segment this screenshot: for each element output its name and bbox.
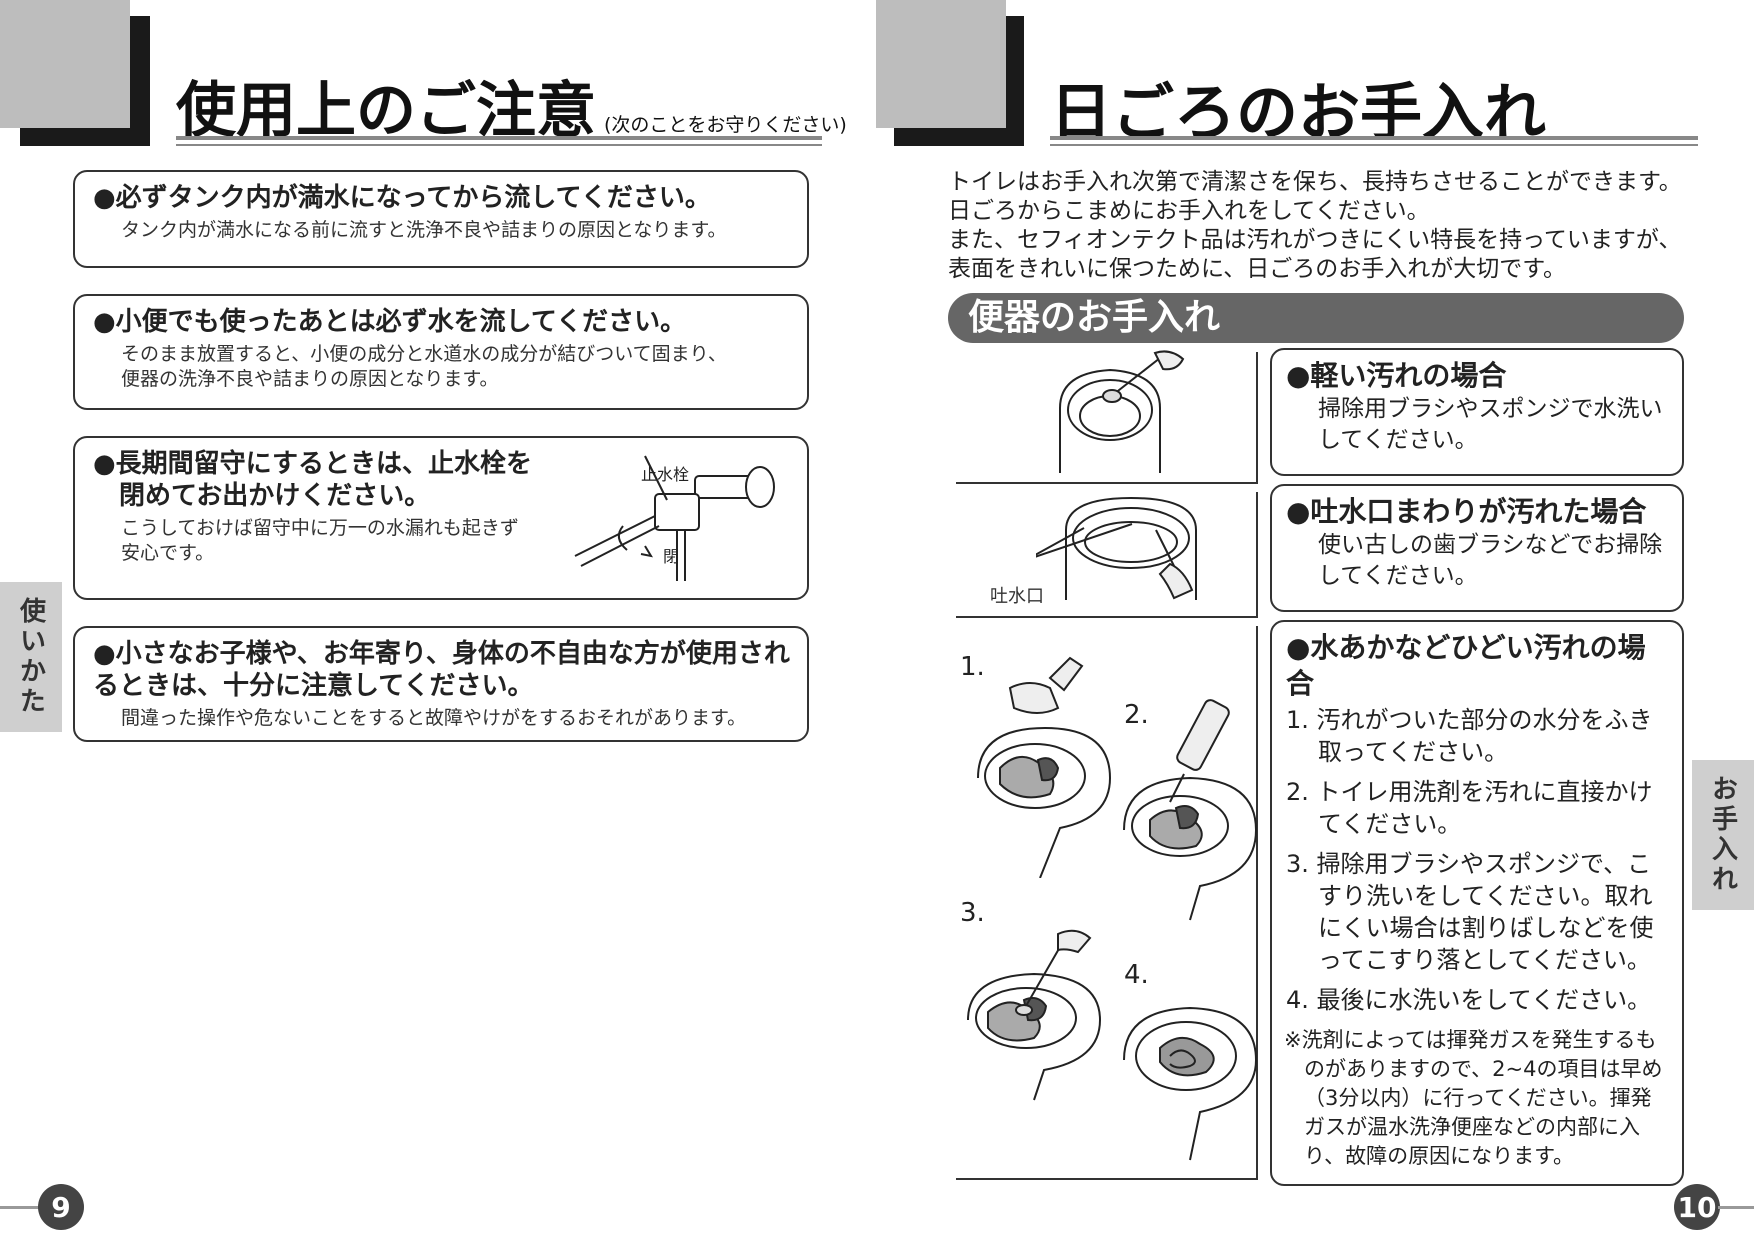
left-title-subtitle: (次のことをお守りください) [604, 114, 847, 136]
left-header-gray-overlay [0, 0, 130, 128]
step-label-4: 4. [1124, 960, 1149, 990]
care-heavy-head: ●水あかなどひどい汚れの場合 [1286, 631, 1646, 700]
notice-full-tank: ●必ずタンク内が満水になってから流してください。 タンク内が満水になる前に流すと… [73, 170, 809, 268]
illus-vertical-2 [1256, 492, 1258, 618]
notice-children-head: ●小さなお子様や、お年寄り、身体の不自由な方が使用されるときは、十分に注意してく… [93, 639, 790, 701]
notice-children-elderly: ●小さなお子様や、お年寄り、身体の不自由な方が使用されるときは、十分に注意してく… [73, 626, 809, 742]
illus-vertical-1 [1256, 352, 1258, 484]
notice-full-tank-body: タンク内が満水になる前に流すと洗浄不良や詰まりの原因となります。 [121, 219, 727, 241]
care-light-head: ●軽い汚れの場合 [1286, 359, 1507, 392]
care-light-stain: ●軽い汚れの場合 掃除用ブラシやスポンジで水洗いしてください。 [1270, 348, 1684, 476]
care-heavy-stain: ●水あかなどひどい汚れの場合 1. 汚れがついた部分の水分をふき取ってください。… [1270, 620, 1684, 1186]
care-step-4: 4. 最後に水洗いをしてください。 [1286, 986, 1652, 1014]
notice-long-absence-head-1: ●長期間留守にするときは、止水栓を [93, 449, 532, 479]
notice-flush-urine-body: そのまま放置すると、小便の成分と水道水の成分が結びついて固まり、便器の洗浄不良や… [121, 343, 727, 390]
toilet-brush-illustration [1059, 350, 1185, 473]
step3-scrub-illustration [967, 929, 1102, 1101]
step-label-1: 1. [960, 652, 985, 682]
illus-vertical-3 [1256, 626, 1258, 1180]
notice-long-absence-body: こうしておけば留守中に万一の水漏れも起きず安心です。 [121, 517, 519, 564]
left-page-number: 9 [38, 1184, 84, 1230]
intro-line-3: また、セフィオンテクト品は汚れがつきにくい特長を持っていますが、 [948, 227, 1682, 253]
left-page-title: 使用上のご注意 (次のことをお守りください) [176, 62, 847, 149]
illus-divider-3 [956, 1178, 1256, 1180]
illus-divider-2 [956, 616, 1256, 618]
step1-wipe-illustration [977, 656, 1112, 878]
care-light-body: 掃除用ブラシやスポンジで水洗いしてください。 [1318, 396, 1663, 453]
notice-full-tank-head: ●必ずタンク内が満水になってから流してください。 [93, 183, 711, 213]
care-step-1: 1. 汚れがついた部分の水分をふき取ってください。 [1286, 706, 1653, 766]
notice-flush-urine: ●小便でも使ったあとは必ず水を流してください。 そのまま放置すると、小便の成分と… [73, 294, 809, 410]
care-spout-head: ●吐水口まわりが汚れた場合 [1286, 495, 1647, 528]
notice-long-absence-head-2: 閉めてお出かけください。 [119, 481, 431, 511]
left-title-text: 使用上のご注意 [176, 76, 596, 146]
left-pagenum-line [0, 1206, 40, 1209]
step4-rinse-illustration [1123, 1006, 1258, 1161]
left-title-rule-thin [176, 144, 822, 146]
step-label-3: 3. [960, 898, 985, 928]
shutoff-valve-illustration: 止水栓 閉 [574, 455, 775, 581]
care-spout: ●吐水口まわりが汚れた場合 使い古しの歯ブラシなどでお掃除してください。 [1270, 484, 1684, 612]
spout-cleaning-illustration [1036, 496, 1197, 600]
care-warning-note: ※洗剤によっては揮発ガスを発生するものがありますので、2~4の項目は早め（3分以… [1284, 1028, 1663, 1168]
section-title-bar: 便器のお手入れ [948, 293, 1684, 343]
right-header-gray-block [876, 0, 1006, 128]
care-spout-body: 使い古しの歯ブラシなどでお掃除してください。 [1318, 532, 1663, 589]
notice-flush-urine-head: ●小便でも使ったあとは必ず水を流してください。 [93, 307, 687, 337]
right-intro: トイレはお手入れ次第で清潔さを保ち、長持ちさせることができます。 日ごろからこま… [948, 168, 1708, 284]
notice-long-absence: ●長期間留守にするときは、止水栓を 閉めてお出かけください。 こうしておけば留守… [73, 436, 809, 600]
right-page-number: 10 [1674, 1184, 1720, 1230]
intro-line-1: トイレはお手入れ次第で清潔さを保ち、長持ちさせることができます。 [948, 169, 1682, 195]
intro-line-4: 表面をきれいに保つために、日ごろのお手入れが大切です。 [948, 256, 1567, 282]
care-step-3: 3. 掃除用ブラシやスポンジで、こすり洗いをしてください。取れにくい場合は割りば… [1286, 850, 1654, 974]
illus-divider-1 [956, 482, 1256, 484]
right-title-rule [1050, 136, 1698, 140]
right-title-rule-thin [1050, 144, 1698, 146]
side-tab-usage: 使いかた [0, 582, 62, 732]
notice-children-body: 間違った操作や危ないことをすると故障やけがをするおそれがあります。 [121, 707, 747, 729]
side-tab-care: お手入れ [1692, 760, 1754, 910]
care-step-2: 2. トイレ用洗剤を汚れに直接かけてください。 [1286, 778, 1653, 838]
spout-label: 吐水口 [990, 586, 1044, 607]
left-title-rule [176, 136, 822, 140]
right-pagenum-line [1718, 1206, 1754, 1209]
intro-line-2: 日ごろからこまめにお手入れをしてください。 [948, 198, 1430, 224]
step2-detergent-illustration [1123, 699, 1258, 921]
close-label: 閉 [663, 549, 679, 566]
step-label-2: 2. [1124, 700, 1149, 730]
valve-label: 止水栓 [641, 466, 689, 484]
